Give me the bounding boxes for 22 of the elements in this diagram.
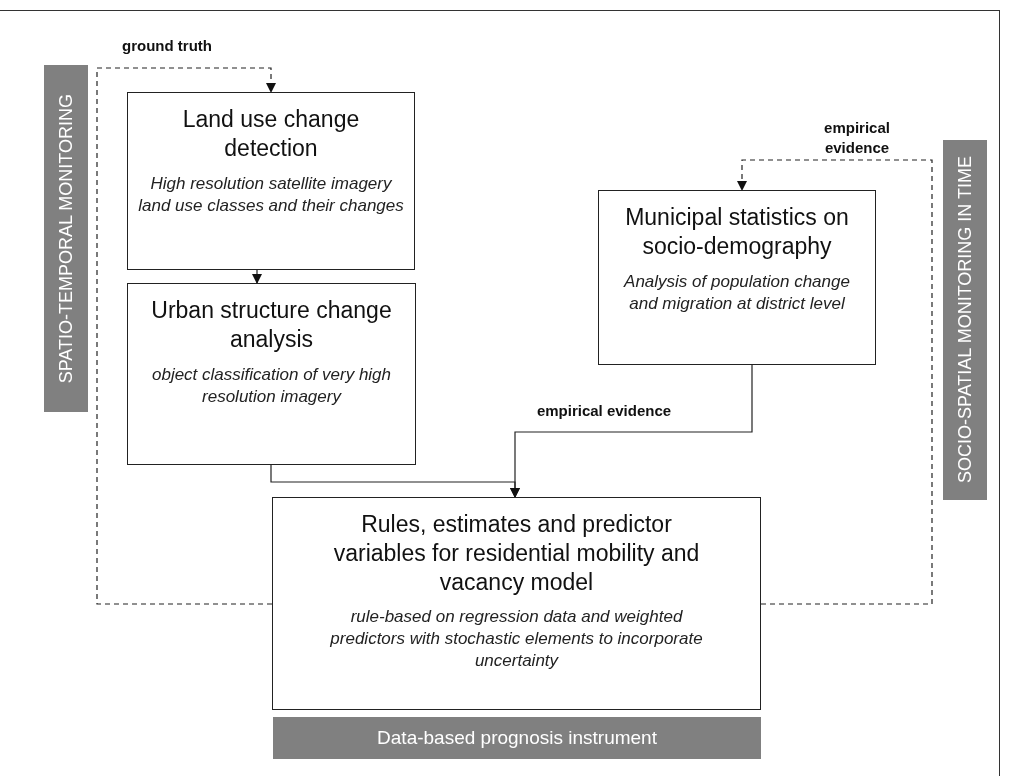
arrow	[252, 269, 262, 284]
box-heading: Rules, estimates and predictor variables for residential mobility and vacancy model	[332, 510, 701, 597]
band-label: SPATIO-TEMPORAL MONITORING	[55, 93, 77, 384]
band-label: SOCIO-SPATIAL MONITORING IN TIME	[954, 156, 976, 484]
box-description: rule-based on regression data and weighted predictors with stochastic elements to incorporate uncertainty	[329, 606, 704, 673]
box-heading: Land use change detection	[181, 105, 361, 163]
label-band	[943, 140, 987, 500]
process-box	[127, 283, 416, 465]
process-box	[598, 190, 876, 365]
box-description: High resolution satellite imagery land use classes and their changes	[138, 172, 404, 217]
box-heading: Urban structure change analysis	[150, 296, 393, 354]
arrow	[510, 364, 753, 498]
label-band	[44, 65, 88, 412]
box-description: object classification of very high resolution imagery	[150, 363, 393, 408]
box-heading: Municipal statistics on socio-demography	[624, 203, 850, 261]
dashed-arrow	[737, 159, 933, 605]
label-band	[273, 717, 761, 759]
box-description: Analysis of population change and migration at district level	[622, 270, 851, 315]
process-box	[272, 497, 761, 710]
process-box	[127, 92, 415, 270]
band-label: Data-based prognosis instrument	[377, 727, 657, 749]
dashed-arrow	[96, 67, 276, 605]
